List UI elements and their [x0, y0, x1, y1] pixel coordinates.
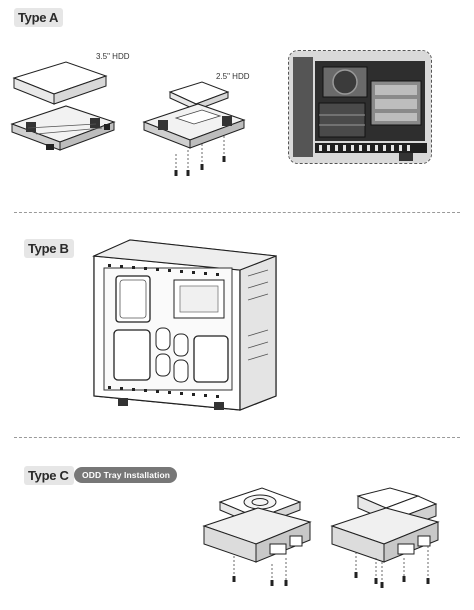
hdd-25-label: 2.5" HDD — [216, 72, 250, 81]
odd-tray-badge: ODD Tray Installation — [74, 467, 178, 483]
odd-tray-step2-illustration — [328, 486, 444, 590]
hdd-25-tray-illustration — [136, 78, 256, 186]
hdd-35-label: 3.5" HDD — [96, 52, 130, 61]
section-divider — [14, 212, 460, 213]
odd-tray-step1-illustration — [200, 486, 316, 590]
type-a-label: Type A — [14, 8, 64, 27]
type-b-case-illustration — [90, 236, 280, 414]
hdd-35-tray-illustration — [6, 58, 126, 168]
type-a-installed-photo — [288, 50, 432, 164]
type-c-label: Type C — [24, 466, 74, 485]
type-b-label: Type B — [24, 239, 74, 258]
section-divider-2 — [14, 437, 460, 438]
